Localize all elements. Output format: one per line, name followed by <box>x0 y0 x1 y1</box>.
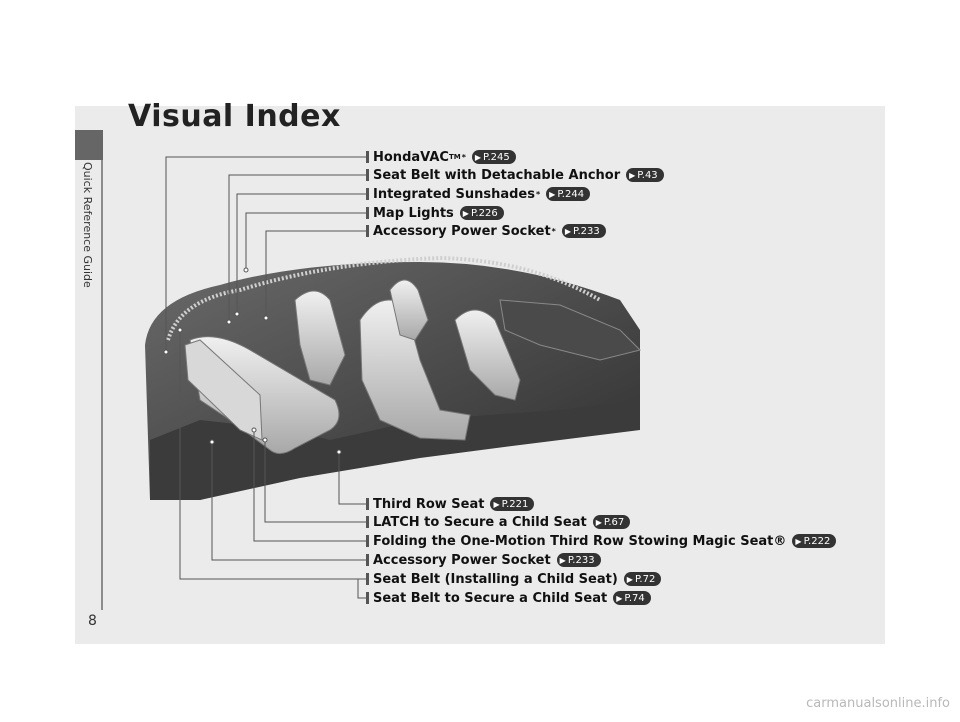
callout-label: Third Row Seat <box>373 496 485 512</box>
arrow-right-icon: ▶ <box>493 499 500 509</box>
trademark-mark: TM <box>448 153 461 161</box>
callout-bar <box>366 554 369 566</box>
callout-bar <box>366 573 369 585</box>
callout-map-lights[interactable]: Map Lights ▶P.226 <box>366 204 504 222</box>
callout-label: Seat Belt (Installing a Child Seat) <box>373 571 618 587</box>
page-ref-badge[interactable]: ▶P.74 <box>613 591 651 605</box>
callout-label: Accessory Power Socket <box>373 552 551 568</box>
callout-bar <box>366 225 369 237</box>
callout-latch[interactable]: LATCH to Secure a Child Seat ▶P.67 <box>366 513 631 531</box>
callout-accessory-power-socket-lower[interactable]: Accessory Power Socket ▶P.233 <box>366 551 601 569</box>
arrow-right-icon: ▶ <box>559 555 566 565</box>
arrow-right-icon: ▶ <box>616 593 623 603</box>
callout-label: Seat Belt with Detachable Anchor <box>373 167 621 183</box>
page-ref-badge[interactable]: ▶P.221 <box>490 497 535 511</box>
callout-label: LATCH to Secure a Child Seat <box>373 514 587 530</box>
arrow-right-icon: ▶ <box>626 574 633 584</box>
callout-bar <box>366 169 369 181</box>
second-row-seat-left <box>294 290 346 386</box>
arrow-right-icon: ▶ <box>549 189 556 199</box>
watermark: carmanualsonline.info <box>806 696 950 711</box>
page-ref-badge[interactable]: ▶P.244 <box>546 187 591 201</box>
callout-magic-seat[interactable]: Folding the One-Motion Third Row Stowing… <box>366 532 837 550</box>
arrow-right-icon: ▶ <box>474 152 482 162</box>
callout-label: HondaVAC <box>373 149 449 165</box>
page-ref-badge[interactable]: ▶P.233 <box>556 553 601 567</box>
page-ref-badge[interactable]: ▶P.67 <box>592 515 631 529</box>
front-seat-left <box>389 279 429 341</box>
front-seat-right <box>454 309 521 401</box>
callout-third-row-seat[interactable]: Third Row Seat ▶P.221 <box>366 495 535 513</box>
callout-bar <box>366 151 369 163</box>
page-ref-badge[interactable]: ▶P.72 <box>623 572 662 586</box>
callout-seat-belt-secure-child-seat[interactable]: Seat Belt to Secure a Child Seat ▶P.74 <box>366 589 651 607</box>
footnote-star: * <box>461 152 466 162</box>
footnote-star: * <box>535 189 541 199</box>
callout-bar <box>366 592 369 604</box>
callout-label: Accessory Power Socket <box>373 223 551 239</box>
callout-seat-belt-installing-child-seat[interactable]: Seat Belt (Installing a Child Seat) ▶P.7… <box>366 570 662 588</box>
arrow-right-icon: ▶ <box>462 208 469 218</box>
arrow-right-icon: ▶ <box>595 517 602 527</box>
callout-label: Folding the One-Motion Third Row Stowing… <box>373 533 787 549</box>
section-tab[interactable] <box>75 130 103 160</box>
callout-bar <box>366 498 369 510</box>
callout-accessory-power-socket-upper[interactable]: Accessory Power Socket* ▶P.233 <box>366 222 606 240</box>
page-ref-badge[interactable]: ▶P.43 <box>626 168 664 182</box>
callout-label: Integrated Sunshades <box>373 186 535 202</box>
callout-integrated-sunshades[interactable]: Integrated Sunshades* ▶P.244 <box>366 185 591 203</box>
page-title: Visual Index <box>128 99 341 134</box>
callout-bar <box>366 535 369 547</box>
callout-label: Seat Belt to Secure a Child Seat <box>373 590 608 606</box>
third-row-seat-back <box>184 339 263 441</box>
page-ref-badge[interactable]: ▶P.222 <box>792 534 837 548</box>
callout-label: Map Lights <box>373 205 454 221</box>
callout-bar <box>366 188 369 200</box>
page-ref-badge[interactable]: ▶P.245 <box>471 150 516 164</box>
dashboard <box>499 299 641 361</box>
arrow-right-icon: ▶ <box>564 226 572 236</box>
callout-bar <box>366 207 369 219</box>
side-rule <box>101 160 103 610</box>
arrow-right-icon: ▶ <box>629 170 636 180</box>
page-ref-badge[interactable]: ▶P.233 <box>561 224 606 238</box>
callout-seat-belt-detachable-anchor[interactable]: Seat Belt with Detachable Anchor ▶P.43 <box>366 166 664 184</box>
callout-bar <box>366 516 369 528</box>
roof-outline <box>166 255 601 341</box>
page-number: 8 <box>88 613 97 629</box>
arrow-right-icon: ▶ <box>795 536 802 546</box>
floor-area <box>150 400 640 500</box>
page-ref-badge[interactable]: ▶P.226 <box>459 206 504 220</box>
footnote-star: * <box>551 226 556 236</box>
